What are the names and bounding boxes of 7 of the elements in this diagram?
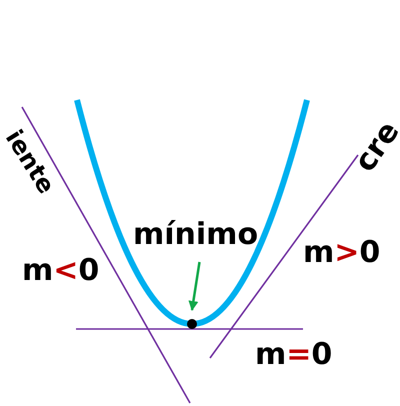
- slope-label: m=0: [255, 340, 332, 370]
- slope-label: m<0: [22, 256, 100, 286]
- slope-label: m>0: [303, 238, 380, 268]
- axis-label: cre: [350, 116, 400, 178]
- node-label: mínimo: [133, 220, 258, 250]
- minimum-point: [187, 319, 197, 329]
- arrow: [188, 262, 201, 311]
